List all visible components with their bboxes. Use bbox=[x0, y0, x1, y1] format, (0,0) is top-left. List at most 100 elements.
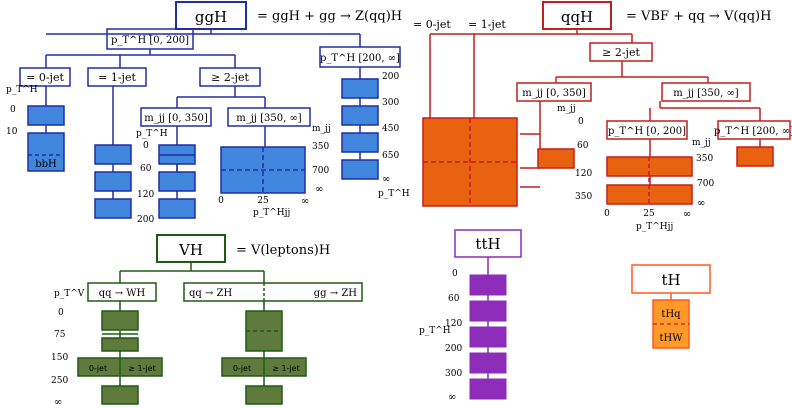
qqh-mjj-low-tick-2: 120 bbox=[575, 169, 592, 179]
ggh-mjj-tick-2: ∞ bbox=[315, 184, 323, 195]
qqh-mjj-axis-label-low: m_jj bbox=[557, 104, 576, 114]
ggh-pthjj-label: p_T^Hjj bbox=[253, 208, 290, 218]
ggh-bin-2jet-c bbox=[158, 198, 196, 219]
ggh-jet-tick-3: 200 bbox=[137, 215, 154, 225]
ggh-bin-hpt-c bbox=[341, 132, 379, 153]
vh-wh-bin-d bbox=[101, 385, 139, 405]
qqh-mjj-high-box bbox=[661, 82, 751, 102]
vh-zh-bin-d bbox=[245, 385, 283, 405]
ggh-pth-label-1jet: p_T^H bbox=[136, 129, 168, 139]
th-thq-label: tHq bbox=[661, 309, 681, 320]
ggh-jet0-label: = 0-jet bbox=[26, 71, 64, 84]
ggh-mjj-tick-1: 700 bbox=[312, 166, 329, 176]
ggh-title: ggH bbox=[195, 8, 227, 26]
ggh-mjj-high-label: m_jj [350, ∞] bbox=[236, 113, 302, 124]
qqh-mjj-low-tick-1: 60 bbox=[577, 141, 589, 151]
qqh-jet1-label: = 1-jet bbox=[468, 18, 506, 31]
qqh-mjj-high-tick-1: 700 bbox=[697, 179, 714, 189]
vh-zh-box bbox=[183, 282, 363, 302]
vh-ptv-tick-1: 75 bbox=[54, 330, 66, 340]
qqh-bin-mjj-low bbox=[537, 148, 575, 169]
ggh-jet-tick-2: 120 bbox=[137, 190, 154, 200]
qqh-mjj-axis-label-high: m_jj bbox=[692, 138, 711, 148]
qqh-pt-low-box bbox=[606, 120, 688, 140]
ggh-pthjj-tick-0: 0 bbox=[218, 196, 224, 206]
qqh-mjj-high-tick-0: 350 bbox=[696, 154, 713, 164]
ggh-mjj-high-box bbox=[227, 107, 311, 127]
ggh-jet1-box bbox=[87, 67, 147, 87]
qqh-pthjj-label: p_T^Hjj bbox=[636, 222, 673, 232]
ggh-pt-low-label: p_T^H [0, 200] bbox=[111, 35, 189, 46]
qqh-mjj-low-tick-3: 350 bbox=[575, 192, 592, 202]
vh-title: VH bbox=[178, 241, 203, 259]
ggh-jet2-box bbox=[199, 67, 261, 87]
tth-pth-label: p_T^H bbox=[419, 326, 451, 336]
tth-bin-e bbox=[469, 378, 507, 400]
ggh-bin-hpt-a bbox=[341, 78, 379, 99]
qqh-mjj-high-tick-2: ∞ bbox=[697, 198, 705, 209]
ggh-bin-2jet-b bbox=[158, 171, 196, 192]
ggh-bin-1jet-c bbox=[94, 198, 132, 219]
qqh-pt-low-label: p_T^H [0, 200] bbox=[608, 126, 686, 137]
qqh-mjj-low-box bbox=[516, 82, 592, 102]
ggh-bins bbox=[27, 78, 379, 219]
qqh-jet0-label: = 0-jet bbox=[413, 18, 451, 31]
qqh-mjj-low-tick-0: 0 bbox=[578, 117, 584, 127]
qqh-tree bbox=[429, 1, 791, 188]
vh-ptv-tick-0: 0 bbox=[58, 308, 64, 318]
ggh-jet1-label: = 1-jet bbox=[98, 71, 136, 84]
vh-wh-box bbox=[87, 282, 157, 302]
ggh-jet-tick-1: 60 bbox=[140, 164, 152, 174]
vh-zh-gg-label: gg → ZH bbox=[314, 288, 357, 299]
ggh-hpt-tick-3: 650 bbox=[382, 151, 399, 161]
tth-bin-c bbox=[469, 326, 507, 348]
th-title: tH bbox=[661, 271, 680, 289]
qqh-pt-high-label: p_T^H [200, ∞] bbox=[714, 126, 792, 137]
ggh-bin-1jet-a bbox=[94, 144, 132, 165]
ggh-jet2-label: ≥ 2-jet bbox=[211, 71, 249, 84]
vh-ptv-tick-4: ∞ bbox=[54, 397, 62, 408]
ggh-bin-0jet-a bbox=[27, 105, 65, 126]
ggh-jet-tick-0: 0 bbox=[143, 141, 149, 151]
tth-tick-4: 300 bbox=[445, 369, 462, 379]
vh-tree bbox=[87, 234, 363, 386]
vh-ptv-tick-2: 150 bbox=[51, 353, 68, 363]
qqh-title: qqH bbox=[561, 8, 593, 26]
tth-tick-0: 0 bbox=[452, 269, 458, 279]
ggh-0jet-tick-1: 10 bbox=[6, 127, 18, 137]
vh-wh-label: qq → WH bbox=[99, 288, 146, 299]
tth-bins bbox=[469, 274, 507, 400]
ggh-pt-high-label: p_T^H [200, ∞] bbox=[320, 53, 400, 64]
vh-wh-bin-a bbox=[101, 310, 139, 331]
qqh-pthjj-tick-2: ∞ bbox=[683, 209, 691, 220]
ggh-mjj-low-box bbox=[140, 107, 212, 127]
ggh-mjj-low-label: m_jj [0, 350] bbox=[144, 113, 208, 124]
qqh-jet2-box bbox=[589, 42, 653, 62]
ggh-hpt-axis-label: p_T^H bbox=[378, 189, 410, 199]
ggh-pthjj-tick-2: ∞ bbox=[301, 196, 309, 207]
ggh-bin-hpt-b bbox=[341, 105, 379, 126]
qqh-process: = VBF + qq → V(qq)H bbox=[626, 9, 771, 24]
th-bins bbox=[652, 299, 690, 349]
qqh-bin-pt-high bbox=[736, 146, 774, 167]
vh-process: = V(leptons)H bbox=[236, 243, 330, 258]
ggh-bbh-label: bbH bbox=[35, 159, 57, 170]
qqh-mjj-high-label: m_jj [350, ∞] bbox=[673, 88, 739, 99]
tth-bin-a bbox=[469, 274, 507, 296]
ggh-hpt-tick-1: 300 bbox=[382, 98, 399, 108]
ggh-mjj-axis-label: m_jj bbox=[312, 124, 331, 134]
ggh-bin-0jet-b bbox=[27, 132, 65, 172]
vh-wh-jet1: ≥ 1-jet bbox=[128, 364, 156, 373]
vh-zh-jet0: 0-jet bbox=[233, 364, 251, 373]
vh-zh-qq-label: qq → ZH bbox=[189, 288, 232, 299]
ggh-0jet-tick-0: 0 bbox=[10, 105, 16, 115]
tth-bin-d bbox=[469, 352, 507, 374]
qqh-pthjj-tick-1: 25 bbox=[643, 209, 655, 219]
ggh-process: = ggH + gg → Z(qq)H bbox=[257, 9, 402, 24]
ggh-jet0-box bbox=[19, 67, 71, 87]
ggh-pth-label-0jet: p_T^H bbox=[6, 85, 38, 95]
tth-bin-b bbox=[469, 300, 507, 322]
th-tree bbox=[631, 264, 711, 300]
ggh-hpt-tick-2: 450 bbox=[382, 124, 399, 134]
